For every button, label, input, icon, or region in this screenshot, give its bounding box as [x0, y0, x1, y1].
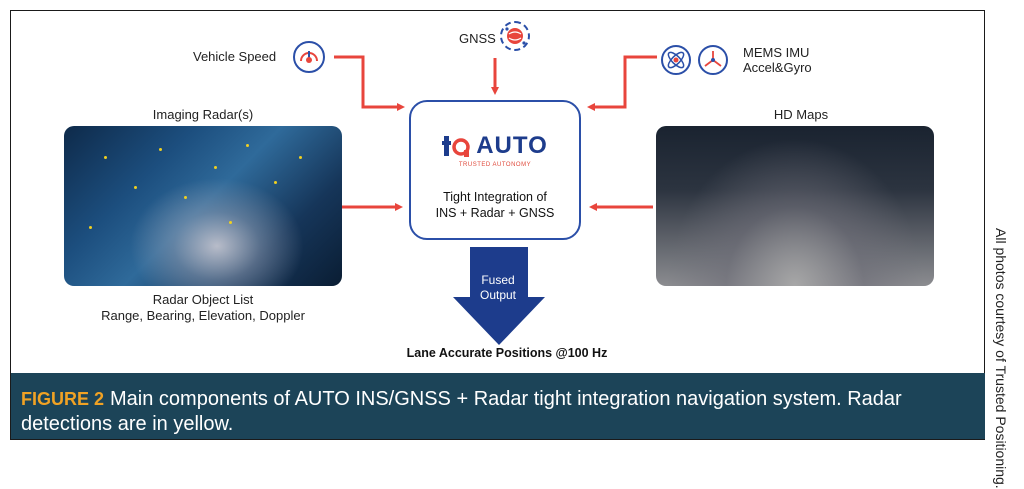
arrow-mems-imu	[587, 55, 657, 111]
radar-object-list-line2: Range, Bearing, Elevation, Doppler	[101, 308, 305, 323]
caption-text: Main components of AUTO INS/GNSS + Radar…	[21, 388, 902, 435]
radar-detection	[246, 144, 249, 147]
fused-output-arrow	[453, 247, 545, 345]
radar-detection	[299, 156, 302, 159]
gyroscope-icon	[661, 45, 691, 75]
fused-line1: Fused	[481, 273, 515, 287]
diagram-area: Vehicle Speed GNSS	[11, 11, 985, 373]
fused-line2: Output	[479, 288, 517, 302]
radar-point-cloud-image	[64, 126, 342, 286]
gnss-label: GNSS	[459, 31, 496, 46]
radar-object-list-label: Radar Object List Range, Bearing, Elevat…	[101, 292, 305, 324]
arrow-vehicle-speed	[334, 55, 405, 111]
mems-imu-line1: MEMS IMU	[743, 45, 810, 60]
radar-detection	[104, 156, 107, 159]
mems-imu-line2: Accel&Gyro	[743, 60, 812, 75]
radar-detection	[134, 186, 137, 189]
radar-detection	[214, 166, 217, 169]
integration-description: Tight Integration of INS + Radar + GNSS	[411, 189, 579, 221]
connector-arrows	[334, 55, 657, 211]
radar-detection	[159, 148, 162, 151]
photo-credit-text: All photos courtesy of Trusted Positioni…	[993, 228, 1009, 489]
hd-map-image	[656, 126, 934, 286]
vehicle-speed-label: Vehicle Speed	[193, 49, 277, 64]
integration-line1: Tight Integration of	[443, 190, 547, 204]
globe-network-icon	[500, 21, 530, 51]
radar-detection	[89, 226, 92, 229]
trusted-positioning-logo	[442, 136, 470, 157]
auto-integration-box: AUTO TRUSTED AUTONOMY Tight Integration …	[409, 100, 581, 240]
figure-frame: Vehicle Speed GNSS	[10, 10, 985, 440]
mems-imu-label: MEMS IMU Accel&Gyro	[743, 45, 812, 75]
logo-tagline: TRUSTED AUTONOMY	[458, 162, 532, 168]
radar-object-list-line1: Radar Object List	[152, 292, 254, 307]
imaging-radar-label: Imaging Radar(s)	[152, 107, 254, 122]
auto-logo: AUTO	[411, 132, 579, 160]
radar-detection	[184, 196, 187, 199]
photo-credit: All photos courtesy of Trusted Positioni…	[993, 228, 1017, 489]
radar-detection	[274, 181, 277, 184]
fused-output-label: Fused Output	[470, 273, 526, 303]
figure-number: FIGURE 2	[21, 389, 105, 409]
accelerometer-axes-icon	[698, 45, 728, 75]
logo-wordmark: AUTO	[476, 132, 548, 159]
speedometer-icon	[293, 41, 325, 73]
integration-line2: INS + Radar + GNSS	[435, 206, 555, 220]
lane-accurate-label: Lane Accurate Positions @100 Hz	[406, 346, 608, 360]
hd-maps-label: HD Maps	[773, 107, 829, 122]
radar-detection	[229, 221, 232, 224]
